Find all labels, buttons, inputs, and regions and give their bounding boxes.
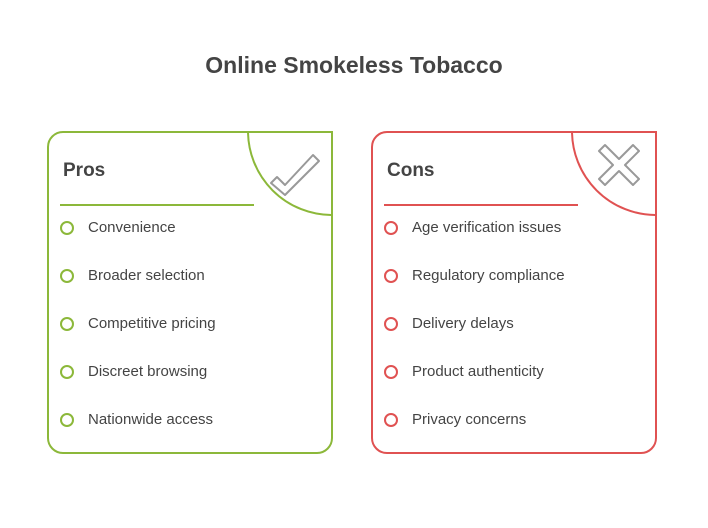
list-item: Convenience [60, 219, 176, 236]
pros-heading: Pros [63, 160, 106, 181]
list-item: Nationwide access [60, 411, 213, 428]
list-item: Regulatory compliance [384, 267, 565, 284]
list-item-label: Age verification issues [412, 219, 562, 236]
list-item-label: Broader selection [88, 267, 205, 284]
list-item-label: Convenience [88, 219, 176, 236]
corner-quarter-circle [247, 133, 331, 216]
divider [384, 204, 578, 206]
list-item: Product authenticity [384, 363, 544, 380]
list-item-label: Product authenticity [412, 363, 544, 380]
bullet-circle-icon [384, 268, 398, 283]
list-item-label: Privacy concerns [412, 411, 527, 428]
corner-quarter-circle [571, 133, 655, 216]
bullet-circle-icon [60, 412, 74, 427]
page-title: Online Smokeless Tobacco [205, 52, 503, 78]
bullet-circle-icon [60, 268, 74, 283]
list-item: Competitive pricing [60, 315, 216, 332]
list-item: Privacy concerns [384, 411, 526, 428]
cons-heading: Cons [387, 160, 435, 181]
bullet-circle-icon [60, 220, 74, 235]
list-item: Broader selection [60, 267, 205, 284]
x-icon [598, 144, 640, 186]
bullet-circle-icon [384, 364, 398, 379]
list-item: Delivery delays [384, 315, 514, 332]
bullet-circle-icon [60, 316, 74, 331]
list-item-label: Discreet browsing [88, 363, 208, 380]
list-item: Age verification issues [384, 219, 561, 236]
divider [60, 204, 254, 206]
bullet-circle-icon [384, 412, 398, 427]
bullet-circle-icon [384, 220, 398, 235]
bullet-circle-icon [60, 364, 74, 379]
list-item: Discreet browsing [60, 363, 207, 380]
list-item-label: Regulatory compliance [412, 267, 565, 284]
list-item-label: Competitive pricing [88, 315, 216, 332]
list-item-label: Delivery delays [412, 315, 514, 332]
checkmark-icon [270, 154, 320, 196]
bullet-circle-icon [384, 316, 398, 331]
list-item-label: Nationwide access [88, 411, 214, 428]
